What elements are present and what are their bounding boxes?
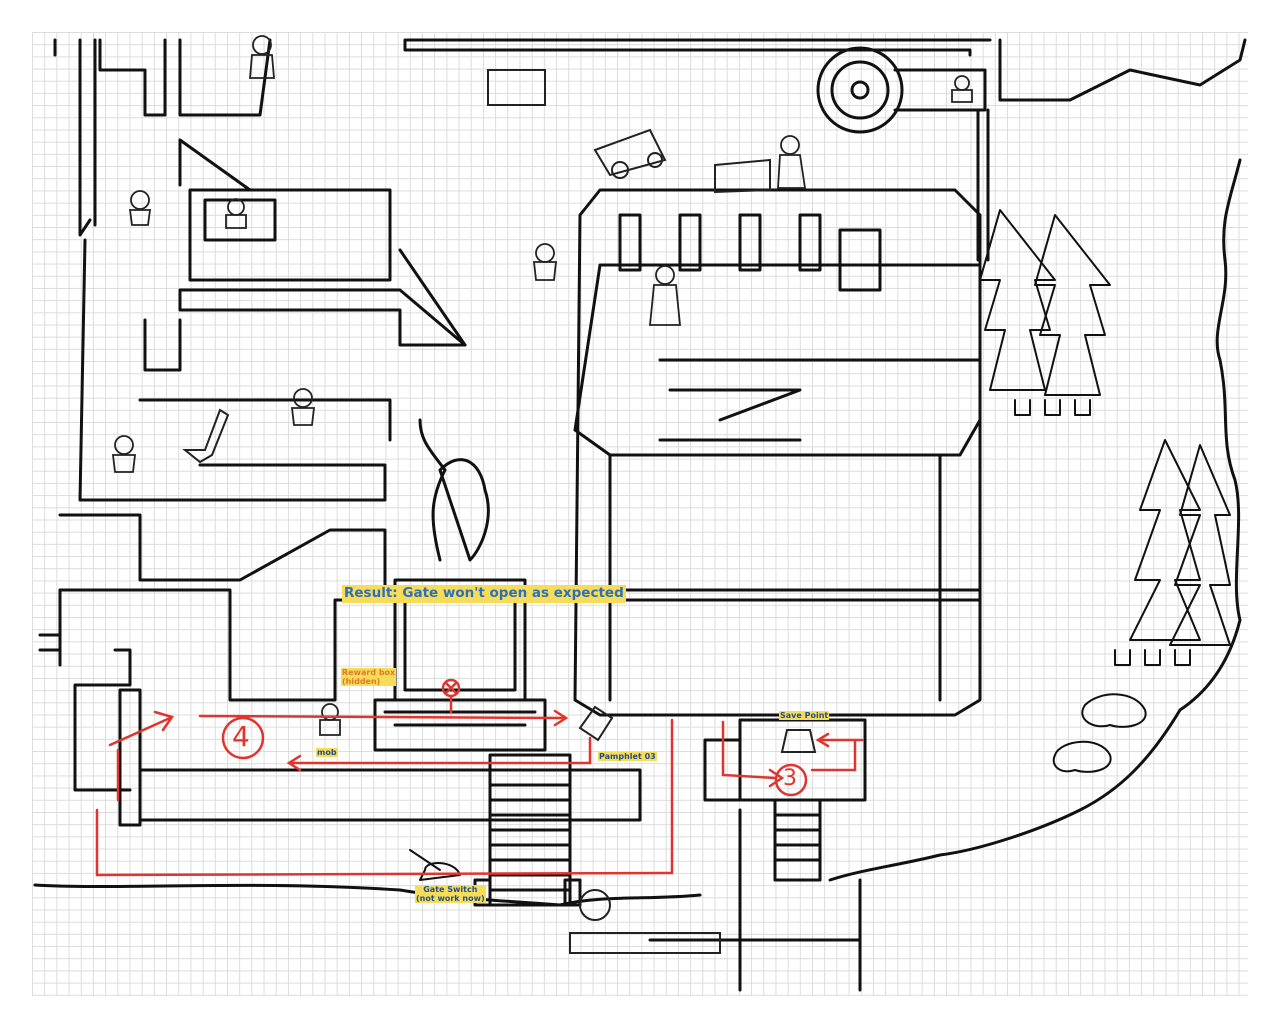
upper-left-terrace [178, 288, 467, 347]
reward-box-hidden-label: (hidden) [342, 677, 381, 687]
cat-guard-icon [319, 703, 341, 736]
inner-stairs [838, 228, 882, 292]
gate-switch-label: Gate Switch [423, 885, 478, 894]
cat-guards [111, 35, 973, 736]
route-step-three: 3 [783, 766, 797, 791]
left-stair-building [58, 513, 387, 602]
coastline [828, 158, 1242, 882]
cat-guard-icon [225, 198, 247, 229]
lower-left-building [73, 648, 132, 792]
pine-forest [979, 209, 1231, 666]
pamphlet-annotation: Pamphlet 03 [598, 752, 657, 762]
cat-guard-icon [532, 243, 558, 281]
upper-left-building [188, 188, 392, 282]
result-annotation: Result: Gate won't open as expected [342, 585, 626, 603]
cat-guard-icon [111, 435, 137, 473]
gate-switch-annotation: Gate Switch (not work now) [415, 885, 486, 904]
route-step-four: 4 [232, 720, 250, 753]
north-wall [98, 38, 272, 117]
step-four-circle [221, 716, 265, 760]
route-west [95, 718, 674, 877]
save-stairs [773, 798, 822, 882]
cart-icon [593, 128, 667, 179]
cannon-icon [182, 408, 230, 464]
route-entry [108, 716, 172, 747]
cat-guard-icon [290, 388, 316, 426]
south-shore [33, 883, 702, 907]
save-point-annotation: Save Point [779, 711, 830, 721]
notice-board [714, 158, 771, 194]
cat-guard-icon [649, 265, 681, 326]
reward-box-annotation: Reward box (hidden) [341, 668, 397, 687]
north-building [403, 38, 992, 57]
north-annex [998, 38, 1247, 102]
step-three-circle [774, 763, 808, 797]
tower-bridge [893, 68, 987, 112]
pamphlet-icon [578, 705, 614, 742]
west-wall [53, 38, 97, 237]
wood-crate [487, 69, 546, 106]
central-building [573, 188, 982, 717]
blob-creature [1081, 693, 1147, 728]
south-chest [569, 932, 721, 954]
mid-left-platform [138, 318, 392, 442]
gate-switch-lever [409, 849, 461, 881]
mob-annotation: mob [316, 748, 338, 758]
torch-statue [418, 418, 490, 562]
reward-box-label: Reward box [342, 668, 396, 677]
round-sign [579, 889, 612, 921]
cat-guard-icon [951, 75, 973, 103]
route-save-loop [721, 720, 777, 780]
clock-tower [816, 46, 904, 134]
blob-creature [1052, 740, 1112, 773]
player-route [95, 678, 864, 877]
cat-guard-icon [777, 135, 807, 189]
grid-paper-background [32, 32, 1248, 996]
save-point-icon [780, 729, 817, 753]
gate-switch-status: (not work now) [416, 894, 485, 904]
cat-guard-icon [249, 35, 275, 79]
route-upper [198, 714, 567, 720]
east-pipe [976, 108, 990, 262]
cat-guard-icon [128, 190, 152, 226]
